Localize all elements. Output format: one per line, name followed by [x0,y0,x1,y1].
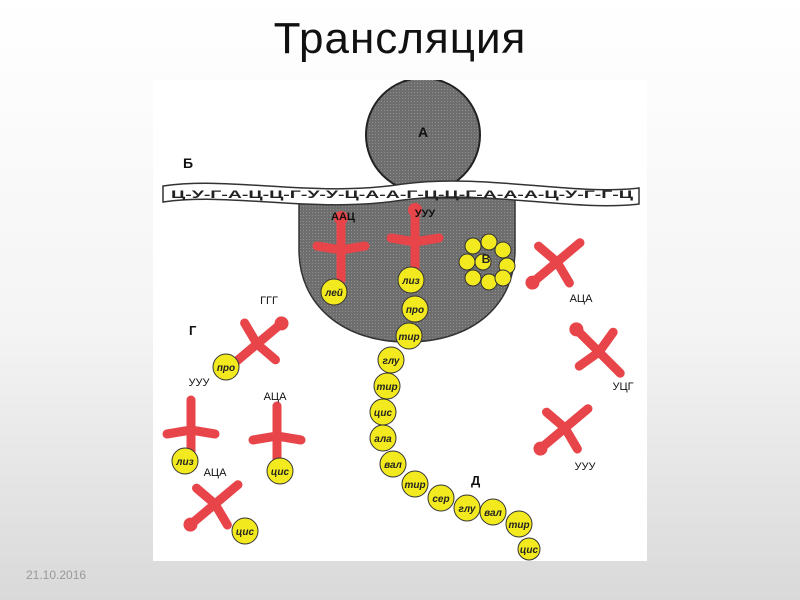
amino-free-cis-mid [266,457,294,485]
chain-label: тир [404,480,425,491]
chain-bead [517,537,541,561]
chain-bead [377,346,405,374]
label-polypeptide: Д [471,473,481,488]
chain-label: вал [484,508,503,519]
chain-label: ала [374,434,392,445]
chain-bead [373,372,401,400]
anticodon-bound-left: ААЦ [331,211,355,223]
amino-bound-left [320,278,348,306]
slide-title: Трансляция [273,14,527,63]
chain-label: тир [398,332,419,343]
amino-free-liz [171,447,199,475]
chain-label: глу [383,356,400,367]
slide-date: 21.10.2016 [26,568,87,582]
chain-label: тир [508,520,529,531]
chain-label: про [406,305,424,316]
chain-bead [401,295,429,323]
chain-label: вал [384,460,403,471]
polypeptide-chain [369,266,541,561]
label-free-trna-group: Г [189,323,197,338]
chain-bead [453,494,481,522]
chain-label: тир [376,382,397,393]
chain-bead [379,450,407,478]
chain-bead [427,484,455,512]
chain-label: цис [520,545,539,556]
chain-label: цис [374,408,393,419]
anticodon-right-uuu: УУУ [575,461,597,473]
amino-free-cis-low [231,517,259,545]
chain-label: глу [459,504,476,515]
chain-bead [401,470,429,498]
chain-bead [369,424,397,452]
anticodon-free-ggg: ГГГ [260,295,278,307]
anticodon-bound-right: УУУ [415,208,436,220]
amino-bound-left-label: лей [324,288,343,299]
label-ribosome-large: А [418,124,428,140]
chain-bead [479,498,507,526]
chain-bead [397,266,425,294]
anticodon-right-ucg: УЦГ [612,381,633,393]
label-mrna: Б [183,155,193,171]
amino-free-pro-label: про [217,363,235,374]
amino-free-liz-label: лиз [175,457,193,468]
chain-bead [505,510,533,538]
anticodon-right-aca: АЦА [570,293,593,305]
amino-free-pro [212,353,240,381]
anticodon-free-aca-mid: АЦА [264,391,287,403]
chain-label: сер [432,494,449,505]
label-amino-cluster: В [482,252,491,266]
mrna-strand [162,180,640,207]
translation-diagram: А Ц-У-Г-А-Ц-Ц-Г-У-У-Ц-А-А-Г-Ц-Ц-Г-А-А-А-… [153,80,647,561]
chain-label: лиз [401,276,419,287]
anticodon-free-aca-low: АЦА [204,467,227,479]
amino-free-cis-mid-label: цис [271,467,290,478]
amino-free-cis-low-label: цис [236,527,255,538]
mrna-sequence: Ц-У-Г-А-Ц-Ц-Г-У-У-Ц-А-А-Г-Ц-Ц-Г-А-А-А-Ц-… [171,189,633,201]
anticodon-free-uuu-left: УУУ [189,377,211,389]
chain-bead [395,322,423,350]
trna-right-ucg [554,307,637,390]
amino-acid-cluster [458,233,516,291]
trna-right-uuu [520,390,604,471]
